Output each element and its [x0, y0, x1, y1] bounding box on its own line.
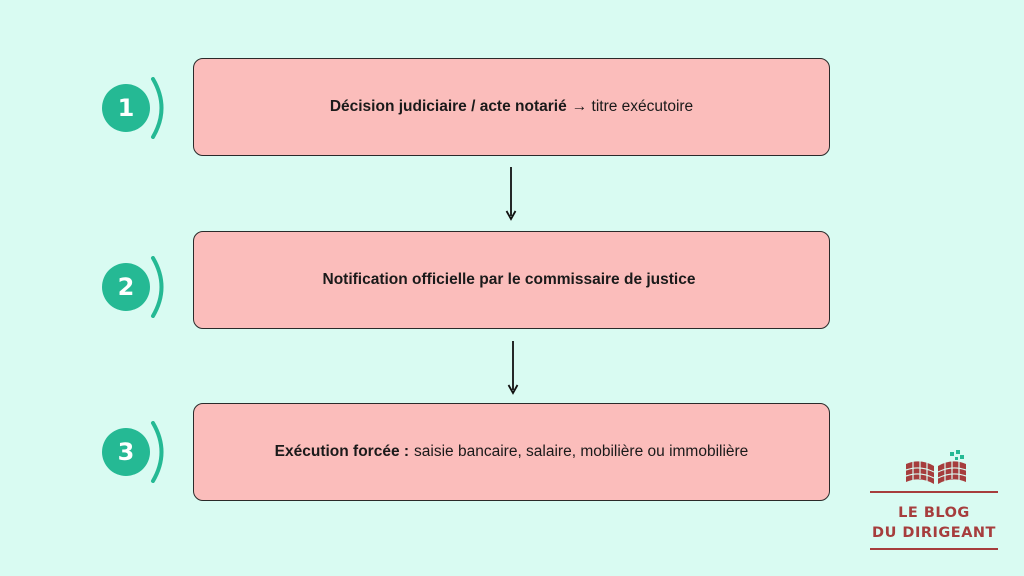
step-1-box: Décision judiciaire / acte notarié→ titr… [193, 58, 830, 156]
logo-divider-top [870, 491, 998, 493]
arrow-down-icon [505, 167, 517, 221]
step-1-number: 1 [117, 94, 135, 122]
step-3-badge: 3 [102, 428, 150, 476]
blog-logo: LE BLOG DU DIRIGEANT [866, 450, 1002, 560]
step-3-bold-text: Exécution forcée : [274, 443, 410, 460]
step-1-badge: 1 [102, 84, 150, 132]
step-1-arc [151, 77, 164, 139]
book-logo-icon [905, 450, 967, 484]
step-2-number: 2 [117, 273, 135, 301]
logo-text-line2: DU DIRIGEANT [872, 525, 996, 541]
step-3-arc [151, 421, 164, 483]
step-3-box: Exécution forcée :saisie bancaire, salai… [193, 403, 830, 501]
step-2-badge: 2 [102, 263, 150, 311]
arrow-down-icon [507, 341, 519, 395]
step-2-box: Notification officielle par le commissai… [193, 231, 830, 329]
step-2-bold-text: Notification officielle par le commissai… [322, 271, 696, 288]
step-3-plain-text: saisie bancaire, salaire, mobilière ou i… [414, 443, 749, 460]
step-2-arc [151, 256, 164, 318]
logo-divider-bottom [870, 548, 998, 550]
step-1-bold-text: Décision judiciaire / acte notarié [329, 98, 567, 115]
step-1-plain-text: → titre exécutoire [571, 98, 694, 115]
step-3-number: 3 [117, 438, 135, 466]
logo-text-line1: LE BLOG [898, 505, 970, 521]
